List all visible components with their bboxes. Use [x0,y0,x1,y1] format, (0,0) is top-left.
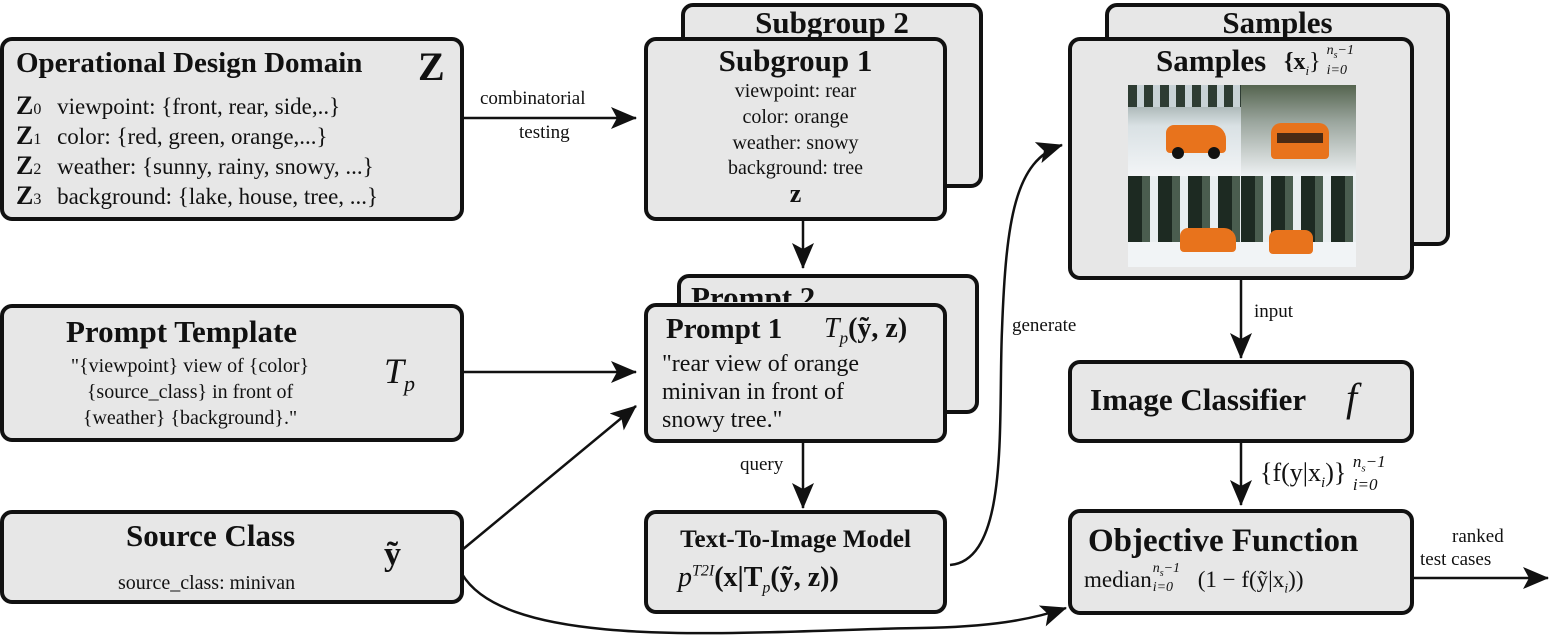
source-class-line: source_class: minivan [118,572,296,594]
prompt-box: Prompt 1 Tp(ỹ, z) "rear view of orange m… [644,303,947,443]
arrow-source-to-prompt [461,405,637,551]
edge-label-query: query [740,454,784,475]
edge-label-testing: testing [519,122,570,143]
prompt-symbol: Tp(ỹ, z) [824,313,908,348]
subgroup-line-1: color: orange [742,106,849,128]
subgroup-line-0: viewpoint: rear [734,80,857,102]
prompt-template-box: Prompt Template "{viewpoint} view of {co… [0,304,464,442]
source-class-title: Source Class [126,518,296,553]
prompt-template-title: Prompt Template [66,314,298,349]
image-classifier-symbol: f [1346,375,1358,420]
objective-function-title: Objective Function [1088,523,1359,559]
prompt-template-line-1: {source_class} in front of [86,381,294,403]
subgroup-line-2: weather: snowy [732,132,859,154]
samples-back-title: Samples [1222,5,1333,40]
t2i-model-title: Text-To-Image Model [680,526,911,553]
source-class-box: Source Class source_class: minivan ỹ [0,510,464,604]
source-class-symbol: ỹ [384,536,401,573]
subgroup-back-title: Subgroup 2 [755,5,909,40]
sample-image-2 [1241,85,1356,176]
subgroup-symbol: z [789,179,802,208]
prompt-template-symbol: Tp [384,351,416,397]
edge-label-test-cases: test cases [1420,549,1492,570]
subgroup-box: Subgroup 1 viewpoint: rear color: orange… [644,37,947,221]
edge-label-generate: generate [1012,315,1077,336]
prompt-back-title: Prompt 2 [691,280,816,302]
objective-function-formula: median ns−1 i=0 (1 − f(ỹ|xi)) [1084,561,1304,597]
edge-label-input: input [1254,301,1294,322]
arrow-t2i-to-samples [949,142,1063,567]
sample-image-3 [1128,176,1241,267]
samples-title: Samples [1156,43,1267,78]
sample-image-4 [1241,176,1356,267]
edge-label-ranked: ranked [1452,526,1504,547]
subgroup-line-3: background: tree [728,157,863,179]
prompt-line-0: "rear view of orange [662,351,860,377]
classifier-output-notation: {f(y|xi)} ns−1 i=0 [1260,452,1386,494]
arrow-source-to-objective [460,573,1067,635]
odd-row-1: Z1 color: {red, green, orange,...} [16,121,328,150]
subgroup-title: Subgroup 1 [718,43,873,78]
odd-symbol: Z [418,44,445,89]
t2i-model-box: Text-To-Image Model pT2I(x|Tp(ỹ, z)) [644,510,947,614]
prompt-line-1: minivan in front of [662,379,844,405]
samples-box: Samples {xi} ns−1 i=0 [1068,37,1414,280]
sample-image-1 [1128,85,1241,176]
prompt-template-line-0: "{viewpoint} view of {color} [70,355,310,377]
odd-title: Operational Design Domain [16,47,363,79]
image-classifier-box: Image Classifier f [1068,360,1414,443]
odd-row-3: Z3 background: {lake, house, tree, ...} [16,181,379,210]
objective-function-box: Objective Function median ns−1 i=0 (1 − … [1068,509,1414,615]
odd-box: Operational Design Domain Z Z0 viewpoint… [0,37,464,221]
odd-row-2: Z2 weather: {sunny, rainy, snowy, ...} [16,151,374,180]
prompt-title: Prompt 1 [666,313,783,345]
prompt-template-line-2: {weather} {background}." [82,407,298,429]
t2i-model-formula: pT2I(x|Tp(ỹ, z)) [678,562,839,597]
edge-label-combinatorial: combinatorial [480,88,586,109]
samples-set-notation: {xi} ns−1 i=0 [1284,43,1354,78]
image-classifier-title: Image Classifier [1090,382,1307,417]
prompt-line-2: snowy tree." [662,407,783,433]
odd-row-0: Z0 viewpoint: {front, rear, side,..} [16,91,341,120]
